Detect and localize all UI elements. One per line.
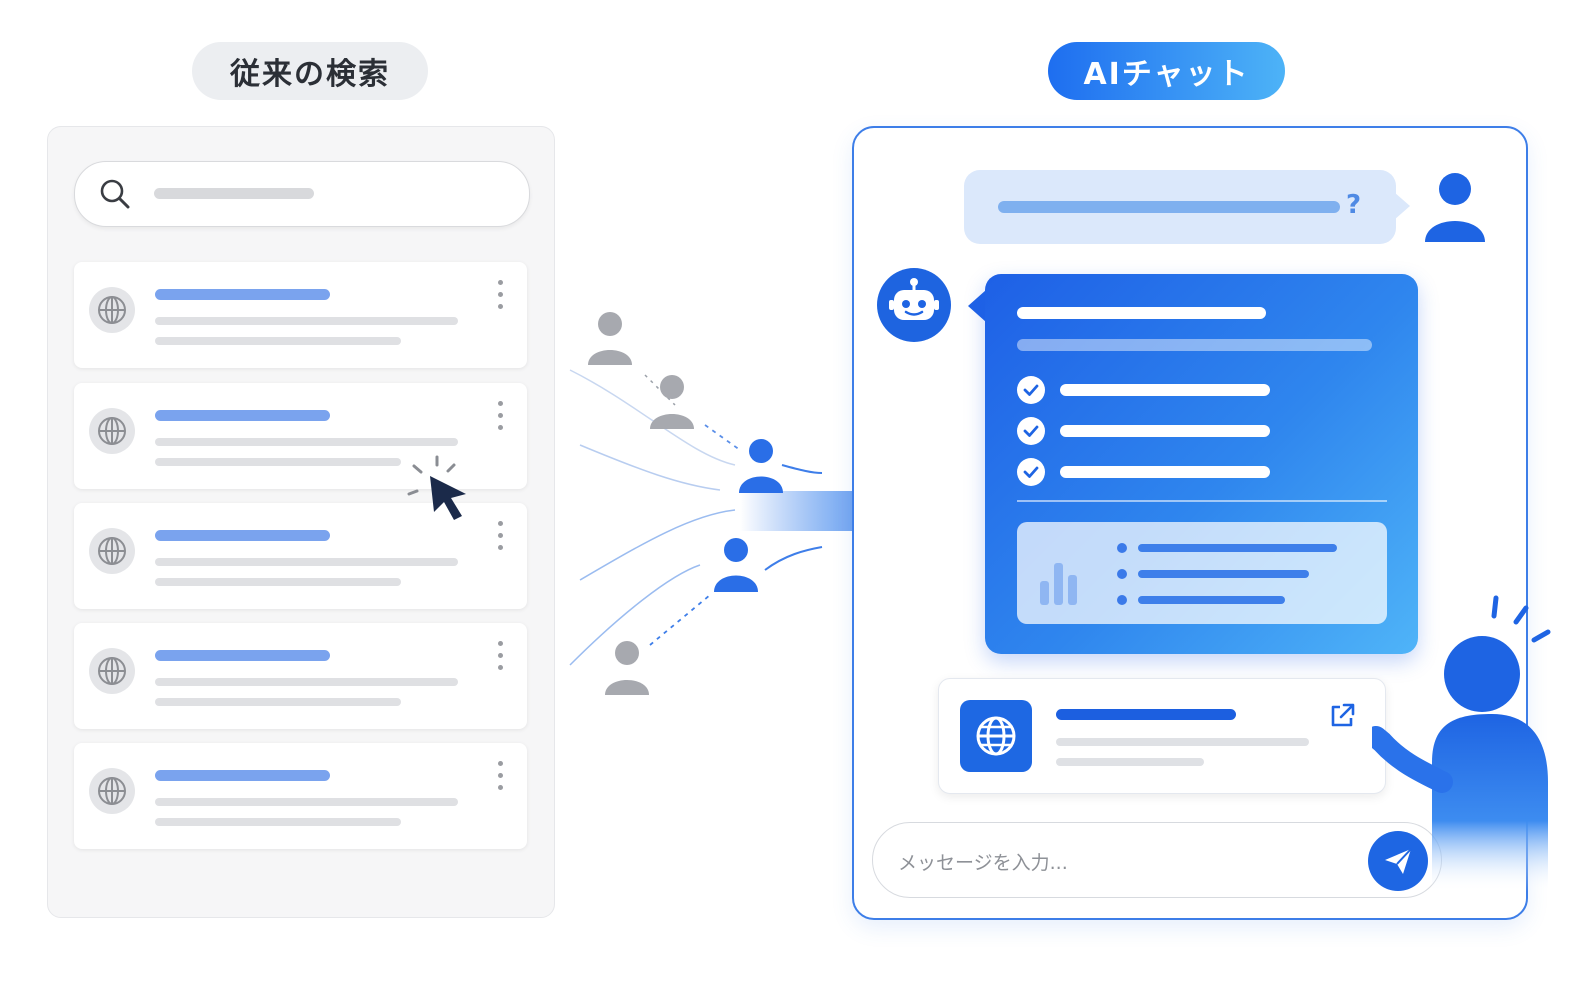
result-title-line bbox=[155, 289, 330, 300]
result-snippet-line bbox=[155, 678, 458, 686]
user-bubble-tail bbox=[1394, 192, 1410, 220]
result-title-line bbox=[155, 530, 330, 541]
data-line bbox=[1138, 570, 1309, 578]
message-input[interactable] bbox=[872, 822, 1442, 898]
answer-point-line bbox=[1060, 466, 1270, 478]
result-snippet-line bbox=[155, 458, 401, 466]
result-snippet-line bbox=[155, 578, 401, 586]
search-icon bbox=[100, 179, 130, 209]
answer-point-line bbox=[1060, 384, 1270, 396]
search-result-card[interactable] bbox=[74, 623, 527, 729]
check-icon bbox=[1017, 458, 1045, 486]
bar-chart-icon bbox=[1040, 563, 1077, 605]
send-button[interactable] bbox=[1368, 831, 1428, 891]
globe-icon bbox=[89, 287, 135, 333]
bullet-dot bbox=[1117, 543, 1127, 553]
source-title-line bbox=[1056, 709, 1236, 720]
answer-subtitle-line bbox=[1017, 339, 1372, 351]
more-vertical-icon[interactable] bbox=[494, 641, 506, 675]
result-title-line bbox=[155, 650, 330, 661]
external-link-icon[interactable] bbox=[1326, 700, 1358, 732]
source-snippet-line bbox=[1056, 738, 1309, 746]
search-result-card[interactable] bbox=[74, 503, 527, 609]
send-icon bbox=[1385, 848, 1412, 874]
globe-icon bbox=[89, 528, 135, 574]
result-snippet-line bbox=[155, 698, 401, 706]
data-line bbox=[1138, 596, 1285, 604]
more-vertical-icon[interactable] bbox=[494, 280, 506, 314]
result-snippet-line bbox=[155, 818, 401, 826]
result-snippet-line bbox=[155, 337, 401, 345]
presenting-person-illustration bbox=[1372, 595, 1551, 892]
search-result-card[interactable] bbox=[74, 743, 527, 849]
flow-illustration bbox=[569, 312, 936, 695]
more-vertical-icon[interactable] bbox=[494, 401, 506, 435]
cursor-icon bbox=[407, 455, 466, 520]
globe-icon bbox=[960, 700, 1032, 772]
data-line bbox=[1138, 544, 1337, 552]
globe-icon bbox=[89, 408, 135, 454]
answer-point-line bbox=[1060, 425, 1270, 437]
user-question-line bbox=[998, 201, 1340, 213]
result-snippet-line bbox=[155, 317, 458, 325]
result-title-line bbox=[155, 410, 330, 421]
answer-divider bbox=[1017, 500, 1387, 502]
robot-icon bbox=[889, 278, 939, 320]
search-query-placeholder bbox=[154, 188, 314, 199]
ai-chat-label: AIチャット bbox=[1048, 42, 1285, 100]
globe-icon bbox=[89, 768, 135, 814]
globe-icon bbox=[89, 648, 135, 694]
traditional-search-label: 従来の検索 bbox=[192, 42, 428, 100]
bullet-dot bbox=[1117, 595, 1127, 605]
more-vertical-icon[interactable] bbox=[494, 761, 506, 795]
bot-bubble-tail bbox=[968, 290, 986, 322]
result-snippet-line bbox=[155, 438, 458, 446]
result-snippet-line bbox=[155, 798, 458, 806]
more-vertical-icon[interactable] bbox=[494, 521, 506, 555]
question-mark: ? bbox=[1346, 190, 1362, 220]
check-icon bbox=[1017, 417, 1045, 445]
result-snippet-line bbox=[155, 558, 458, 566]
result-title-line bbox=[155, 770, 330, 781]
bullet-dot bbox=[1117, 569, 1127, 579]
source-snippet-line bbox=[1056, 758, 1204, 766]
message-input-placeholder: メッセージを入力... bbox=[898, 852, 1068, 874]
arrow-right-icon bbox=[740, 467, 936, 555]
check-icon bbox=[1017, 376, 1045, 404]
search-result-card[interactable] bbox=[74, 262, 527, 368]
answer-title-line bbox=[1017, 307, 1266, 319]
search-result-card[interactable] bbox=[74, 383, 527, 489]
user-icon bbox=[1425, 173, 1485, 242]
